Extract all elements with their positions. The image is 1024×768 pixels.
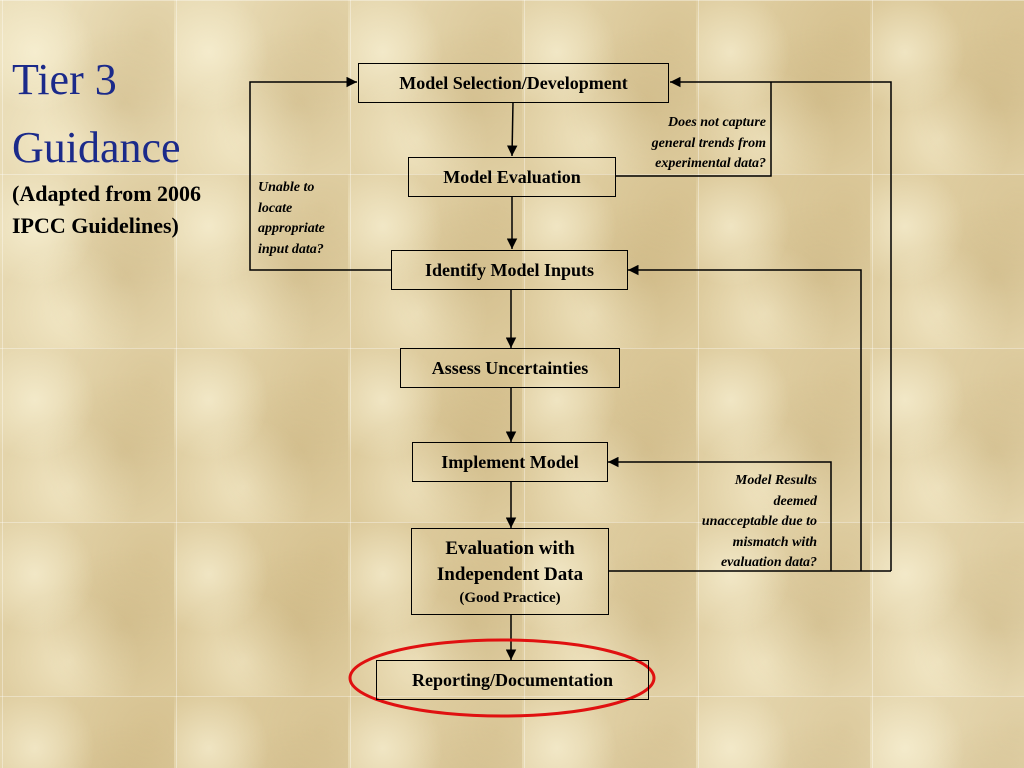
reporting-label: Reporting/Documentation [412, 670, 613, 690]
note-trends-line: general trends from [651, 135, 766, 151]
note-input-data-line: Unable to [258, 180, 315, 195]
note-trends-line: experimental data? [655, 156, 766, 171]
identify-inputs-label: Identify Model Inputs [424, 260, 595, 280]
note-results-line: deemed [773, 493, 817, 509]
note-input-data: Unable to locate appropriate input data? [258, 178, 325, 260]
assess-uncertainties-label: Assess Uncertainties [431, 358, 589, 378]
title-block: Tier 3 Guidance (Adapted from 2006 IPCC … [12, 56, 201, 242]
note-input-data-line: input data? [258, 241, 324, 257]
identify-inputs-box: Identify Model Inputs [391, 250, 628, 290]
note-results: Model Results deemed unacceptable due to… [650, 471, 817, 574]
subtitle-line-1: (Adapted from 2006 [12, 181, 202, 206]
arrow-selection-to-evaluation [506, 101, 518, 157]
loop-evaluation-to-inputs [628, 264, 862, 571]
loop-inputs-to-selection [249, 76, 391, 271]
note-input-data-line: appropriate [258, 221, 325, 236]
model-selection-label: Model Selection/Development [399, 73, 628, 93]
loop-evaluation-to-selection-outer [670, 76, 892, 571]
loop-evaluation-to-implement [608, 456, 832, 571]
evaluation-line-1: Evaluation with [445, 537, 575, 559]
evaluation-independent-box: Evaluation with Independent Data (Good P… [411, 528, 609, 615]
subtitle-line-2: IPCC Guidelines) [12, 213, 179, 238]
implement-model-box: Implement Model [412, 442, 608, 482]
model-evaluation-box: Model Evaluation [408, 157, 616, 197]
note-input-data-line: locate [258, 200, 293, 216]
implement-model-label: Implement Model [441, 452, 579, 472]
note-trends: Does not capture general trends from exp… [600, 113, 766, 175]
note-trends-line: Does not capture [668, 115, 766, 130]
note-results-line: evaluation data? [720, 555, 817, 570]
loop-evaluation-to-selection [616, 82, 772, 177]
title-line-2: Guidance [12, 123, 181, 172]
model-selection-box: Model Selection/Development [358, 63, 669, 103]
note-results-line: mismatch with [732, 534, 817, 550]
title-line-1: Tier 3 [12, 55, 117, 104]
model-evaluation-label: Model Evaluation [443, 167, 581, 187]
evaluation-sub-label: (Good Practice) [459, 589, 561, 606]
note-results-line: Model Results [734, 473, 817, 488]
evaluation-line-2: Independent Data [436, 563, 584, 585]
note-results-line: unacceptable due to [701, 514, 817, 529]
reporting-box: Reporting/Documentation [376, 660, 649, 700]
assess-uncertainties-box: Assess Uncertainties [400, 348, 620, 388]
reporting-highlight-ellipse [348, 638, 656, 718]
